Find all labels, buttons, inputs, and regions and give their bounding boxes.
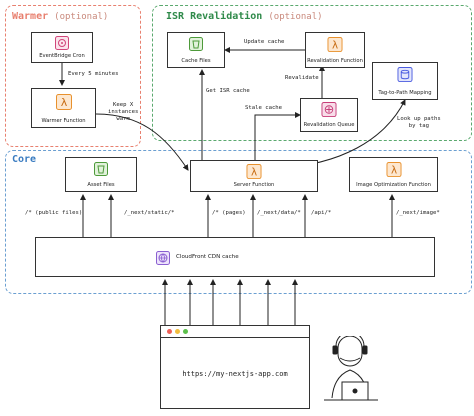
close-dot[interactable]	[167, 329, 172, 334]
core-group	[5, 150, 472, 294]
browser-toolbar	[161, 326, 309, 338]
eventbridge-label: EventBridge Cron	[39, 53, 85, 59]
isr-group-title: ISR Revalidation (optional)	[166, 11, 323, 22]
minimize-dot[interactable]	[175, 329, 180, 334]
developer-illustration	[324, 336, 378, 401]
edge-label-next-image: /_next/image*	[396, 210, 440, 216]
browser-window: https://my-nextjs-app.com	[160, 325, 310, 409]
image-optimization-node: λ Image Optimization Function	[349, 157, 438, 192]
eventbridge-icon	[55, 36, 69, 50]
svg-text:λ: λ	[251, 166, 257, 178]
tag-mapping-node: Tag-to-Path Mapping	[372, 62, 438, 100]
warmer-group-title: Warmer (optional)	[12, 11, 109, 22]
edge-label-get-isr: Get ISR cache	[206, 88, 250, 94]
lambda-icon: λ	[246, 164, 262, 179]
isr-group	[152, 5, 472, 141]
svg-text:λ: λ	[390, 164, 396, 176]
asset-files-label: Asset Files	[87, 182, 115, 188]
dynamodb-icon	[397, 67, 413, 82]
image-optimization-label: Image Optimization Function	[356, 182, 431, 188]
edge-label-revalidate: Revalidate	[285, 75, 319, 81]
revalidation-function-node: λ Revalidation Function	[305, 32, 365, 68]
edge-stale	[254, 112, 301, 160]
edge-label-every5: Every 5 minutes	[68, 71, 119, 77]
edge-label-stale: Stale cache	[245, 105, 283, 111]
s3-bucket-icon	[94, 162, 108, 176]
asset-files-node: Asset Files	[65, 157, 137, 192]
s3-bucket-icon	[189, 37, 203, 51]
tag-mapping-label: Tag-to-Path Mapping	[378, 90, 432, 96]
cloudfront-label: CloudFront CDN cache	[176, 254, 239, 260]
cache-files-label: Cache Files	[181, 58, 211, 64]
edge-label-api: /api/*	[311, 210, 332, 216]
edge-label-next-data: /_next/data/*	[257, 210, 301, 216]
cloudfront-icon	[156, 251, 170, 265]
cloudfront-node: CloudFront CDN cache	[35, 237, 435, 277]
edge-keep-warm	[95, 113, 189, 171]
edge-label-update-cache: Update cache	[244, 39, 285, 45]
browser-url[interactable]: https://my-nextjs-app.com	[182, 370, 288, 378]
svg-text:λ: λ	[60, 96, 67, 109]
revalidation-queue-label: Revalidation Queue	[303, 122, 355, 128]
cache-files-node: Cache Files	[167, 32, 225, 68]
edge-label-pages: /* (pages)	[212, 210, 246, 216]
lambda-icon: λ	[55, 94, 72, 110]
edge-label-public-files: /* (public files)	[25, 210, 83, 216]
eventbridge-cron-node: EventBridge Cron	[31, 32, 93, 63]
svg-text:λ: λ	[332, 39, 338, 51]
edge-label-next-static: /_next/static/*	[124, 210, 175, 216]
warmer-label: Warmer Function	[41, 118, 86, 124]
server-function-node: λ Server Function	[190, 160, 318, 192]
core-group-title: Core	[12, 154, 37, 165]
warmer-function-node: λ Warmer Function	[31, 88, 96, 128]
revalidation-queue-node: Revalidation Queue	[300, 98, 358, 132]
warmer-group	[5, 5, 141, 147]
revalidation-function-label: Revalidation Function	[307, 58, 363, 64]
server-function-label: Server Function	[233, 182, 275, 188]
lambda-icon: λ	[386, 162, 401, 177]
sqs-queue-icon	[321, 102, 337, 117]
maximize-dot[interactable]	[183, 329, 188, 334]
lambda-icon: λ	[327, 37, 343, 52]
